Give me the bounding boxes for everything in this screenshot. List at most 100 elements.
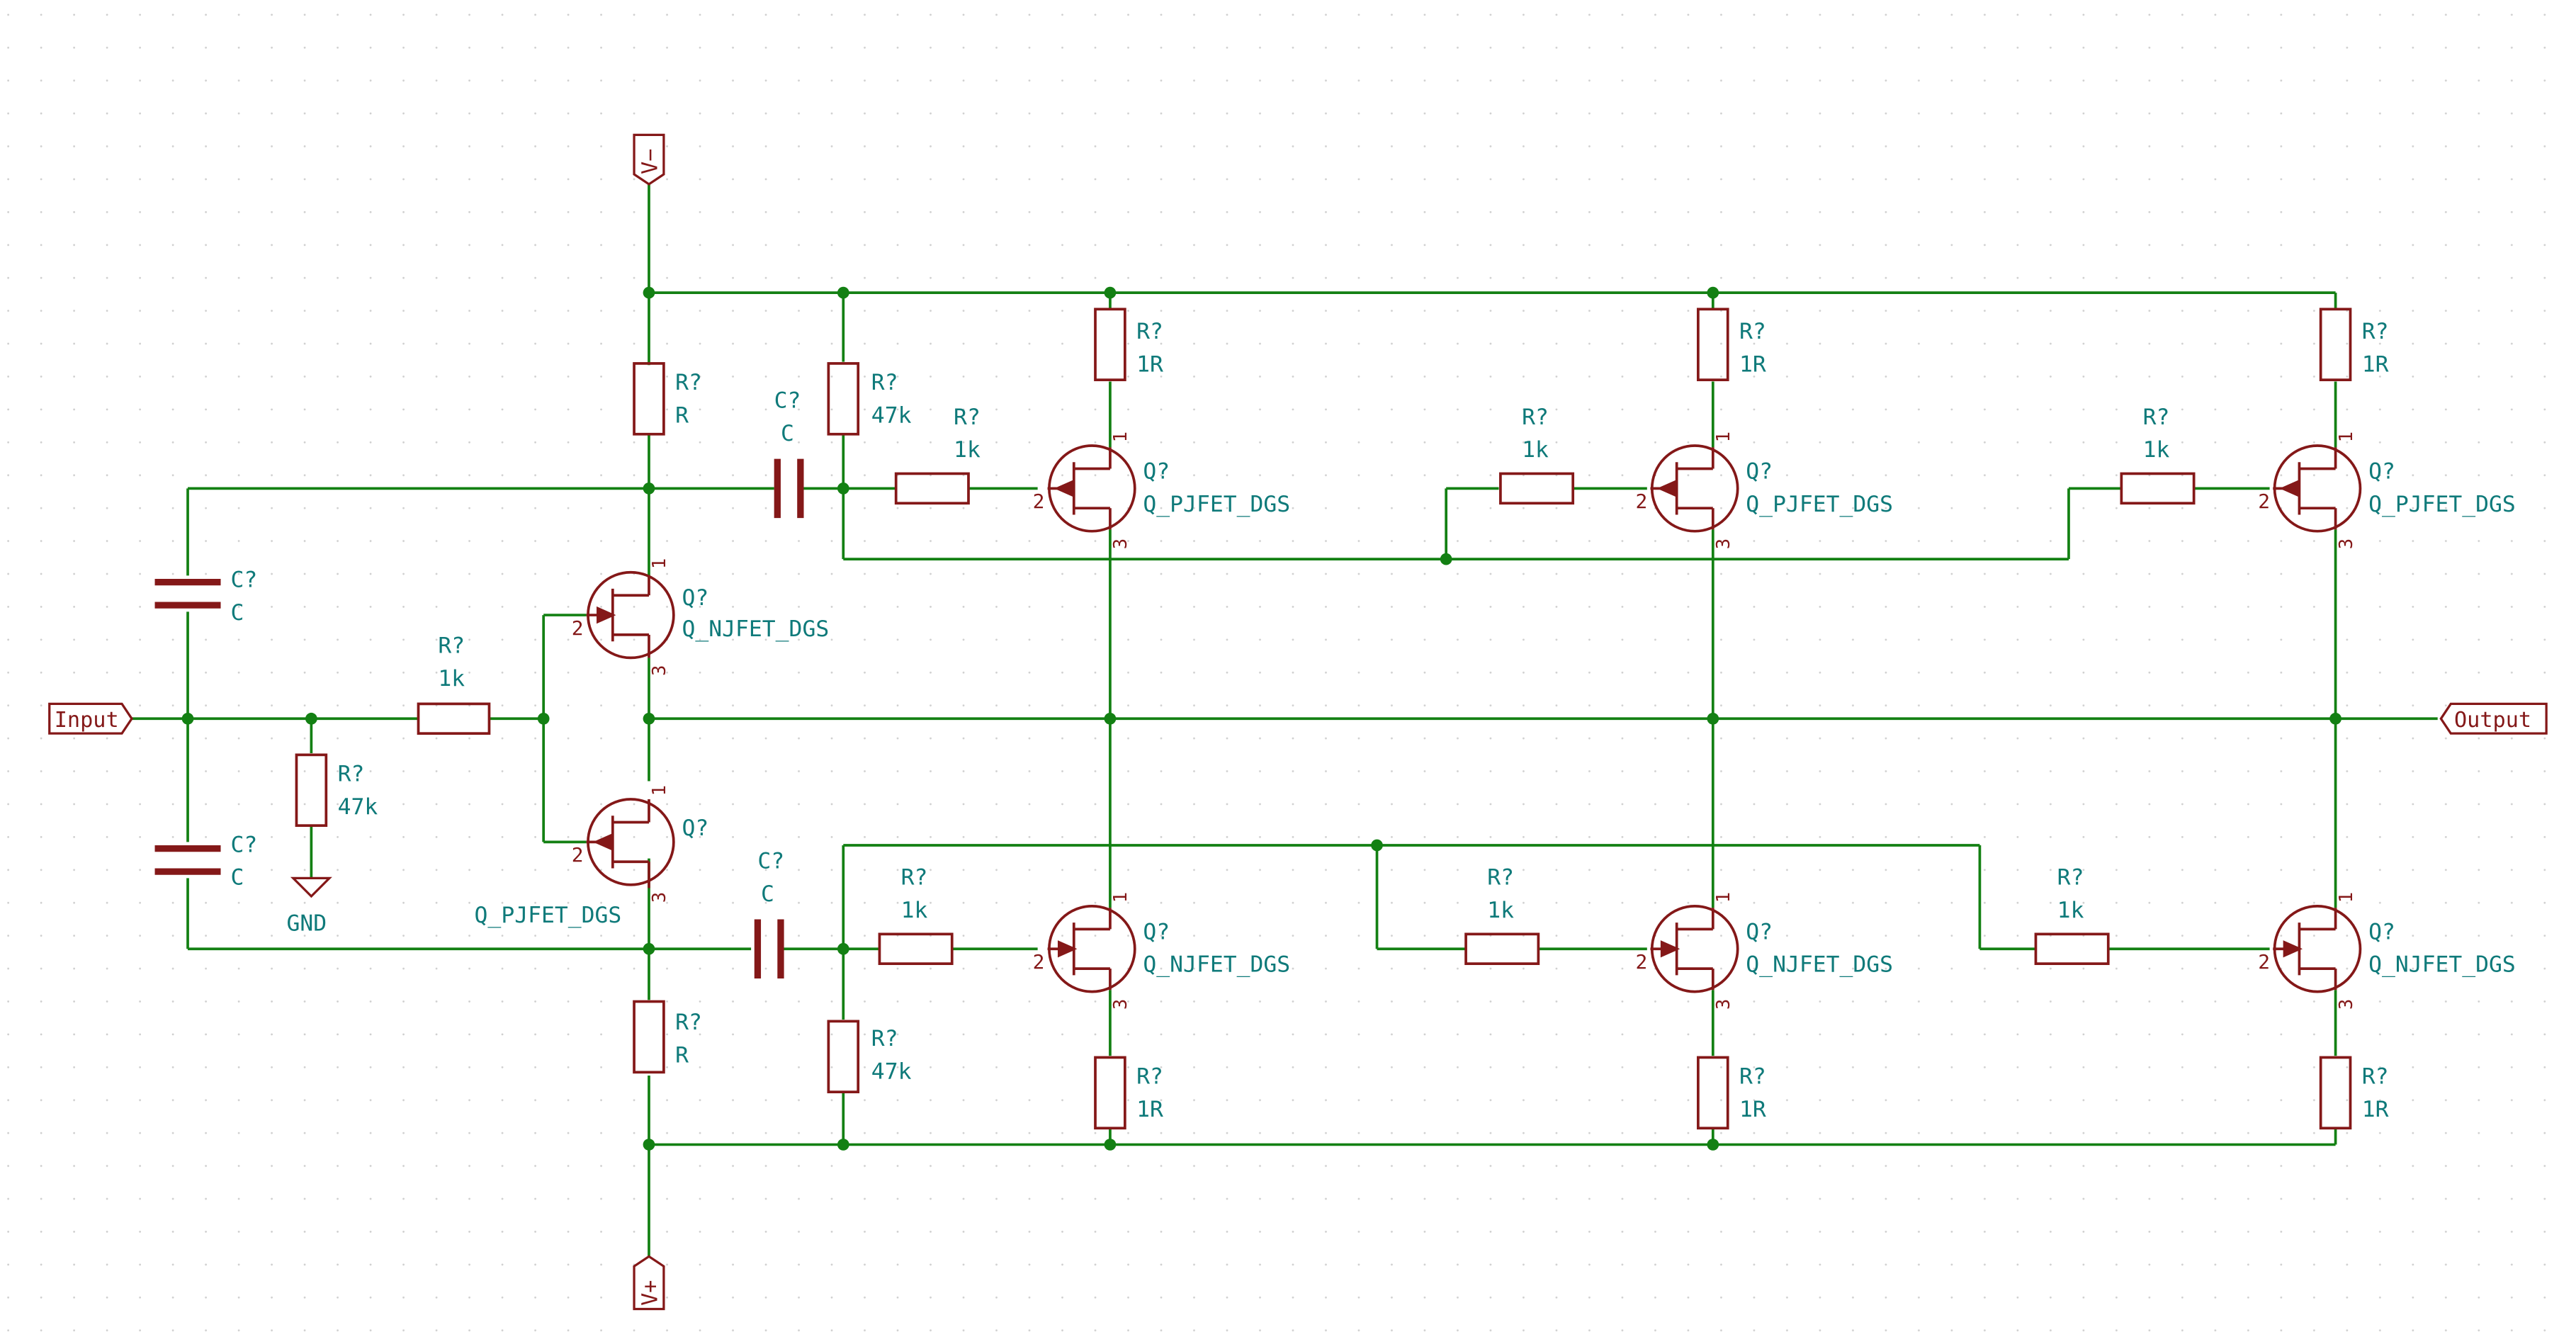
- r-g-top2-value: 1k: [1522, 437, 1549, 463]
- resistor-1r-bot1: [1094, 1056, 1126, 1130]
- resistor-1k-in: [417, 702, 491, 735]
- pin-1-q-p-out3: 1: [2336, 431, 2357, 442]
- pin-3-q-n-out2: 3: [1713, 999, 1734, 1010]
- resistor-r-bot: [633, 1000, 665, 1074]
- q-njfet-out1: [1047, 905, 1136, 993]
- gnd-label: GND: [287, 911, 327, 937]
- pin-3-q-p-out3: 3: [2336, 538, 2357, 549]
- pin-1-q-p-out2: 1: [1713, 431, 1734, 442]
- resistor-1k-top1: [894, 472, 970, 505]
- vminus-port: [633, 133, 665, 186]
- r-s-bot3-ref: R?: [2362, 1064, 2389, 1090]
- resistor-1r-top3: [2319, 308, 2352, 382]
- r-g-bot1-value: 1k: [901, 898, 928, 923]
- output-port: [2439, 702, 2548, 735]
- r-top-47k-value: 47k: [871, 403, 912, 429]
- q-njfet-out2: [1650, 905, 1739, 993]
- q-p-in-ref: Q?: [682, 816, 708, 841]
- r-g-top3-value: 1k: [2143, 437, 2170, 463]
- q-p-out1-value: Q_PJFET_DGS: [1143, 492, 1290, 517]
- resistor-47k-top: [827, 362, 860, 436]
- pin-1-q-n-in: 1: [649, 558, 670, 569]
- r-g-top1-value: 1k: [954, 437, 981, 463]
- resistor-1r-bot3: [2319, 1056, 2352, 1130]
- r-s-bot1-value: 1R: [1136, 1097, 1163, 1122]
- pin-1-q-n-out2: 1: [1713, 892, 1734, 903]
- q-p-in-value: Q_PJFET_DGS: [475, 903, 622, 928]
- r-gnd-value: 47k: [338, 794, 378, 820]
- q-n-out2-value: Q_NJFET_DGS: [1746, 952, 1893, 978]
- q-p-out1-ref: Q?: [1143, 458, 1170, 484]
- pin-3-q-p-out2: 3: [1713, 538, 1734, 549]
- r-top-47k-ref: R?: [871, 370, 898, 395]
- c-bot-value: C: [761, 881, 774, 907]
- q-p-out2-value: Q_PJFET_DGS: [1746, 492, 1893, 517]
- r-bot-value: R: [675, 1042, 689, 1068]
- q-njfet-input: [586, 570, 675, 660]
- pin-3-q-n-in: 3: [649, 665, 670, 676]
- q-p-out3-value: Q_PJFET_DGS: [2368, 492, 2516, 517]
- pin-2-q-n-out3: 2: [2258, 950, 2270, 974]
- r-s-bot3-value: 1R: [2362, 1097, 2389, 1122]
- r-s-top2-ref: R?: [1739, 319, 1766, 344]
- resistor-1k-bot3: [2034, 932, 2110, 965]
- q-pjfet-out3: [2273, 444, 2362, 533]
- r-g-bot3-value: 1k: [2057, 898, 2084, 923]
- r-s-bot2-value: 1R: [1739, 1097, 1766, 1122]
- resistor-r-top: [633, 362, 665, 436]
- q-n-out2-ref: Q?: [1746, 919, 1773, 944]
- r-g-bot1-ref: R?: [901, 865, 928, 891]
- q-n-in-value: Q_NJFET_DGS: [682, 616, 829, 642]
- pin-1-q-p-out1: 1: [1110, 431, 1131, 442]
- pin-2-q-n-out1: 2: [1033, 950, 1045, 974]
- pin-1-q-p-in: 1: [649, 785, 670, 796]
- pin-2-q-n-in: 2: [572, 616, 584, 640]
- q-n-out3-value: Q_NJFET_DGS: [2368, 952, 2516, 978]
- junctions: [181, 286, 2341, 1151]
- r-in-value: 1k: [438, 666, 465, 692]
- r-s-top2-value: 1R: [1739, 352, 1766, 378]
- resistor-1r-top1: [1094, 308, 1126, 382]
- r-top-ref: R?: [675, 370, 702, 395]
- r-s-top3-value: 1R: [2362, 352, 2389, 378]
- vplus-label: V+: [638, 1280, 663, 1306]
- r-bot-ref: R?: [675, 1010, 702, 1035]
- c-bot-ref: C?: [757, 849, 784, 874]
- r-g-top2-ref: R?: [1522, 405, 1549, 430]
- q-n-out1-value: Q_NJFET_DGS: [1143, 952, 1290, 978]
- r-g-bot3-ref: R?: [2057, 865, 2084, 891]
- vminus-label: V−: [638, 149, 663, 174]
- r-s-top3-ref: R?: [2362, 319, 2389, 344]
- r-top-value: R: [675, 403, 689, 429]
- r-s-bot1-ref: R?: [1136, 1064, 1163, 1090]
- input-label: Input: [55, 708, 119, 733]
- capacitors: [154, 458, 804, 979]
- pin-3-q-p-out1: 3: [1110, 538, 1131, 549]
- r-s-top1-value: 1R: [1136, 352, 1163, 378]
- pin-3-q-p-in: 3: [649, 892, 670, 903]
- pin-2-q-p-out1: 2: [1033, 490, 1045, 513]
- pin-1-q-n-out3: 1: [2336, 892, 2357, 903]
- c-top-ref: C?: [774, 388, 801, 414]
- resistor-1k-bot2: [1464, 932, 1540, 965]
- r-g-top3-ref: R?: [2143, 405, 2170, 430]
- input-port: [48, 702, 133, 735]
- r-bot-47k-value: 47k: [871, 1059, 912, 1085]
- r-g-top1-ref: R?: [954, 405, 981, 430]
- r-g-bot2-value: 1k: [1487, 898, 1514, 923]
- c-left-top-ref: C?: [230, 568, 257, 593]
- q-pjfet-input: [586, 798, 675, 888]
- r-gnd-ref: R?: [338, 762, 365, 787]
- output-label: Output: [2454, 708, 2531, 733]
- resistor-1k-bot1: [878, 932, 954, 965]
- resistor-47k-bot: [827, 1020, 860, 1094]
- r-bot-47k-ref: R?: [871, 1026, 898, 1051]
- pin-2-q-p-out2: 2: [1636, 490, 1648, 513]
- r-g-bot2-ref: R?: [1487, 865, 1514, 891]
- pin-2-q-p-out3: 2: [2258, 490, 2270, 513]
- q-p-out3-ref: Q?: [2368, 458, 2395, 484]
- ground-symbol: [290, 876, 332, 898]
- r-in-ref: R?: [438, 633, 465, 658]
